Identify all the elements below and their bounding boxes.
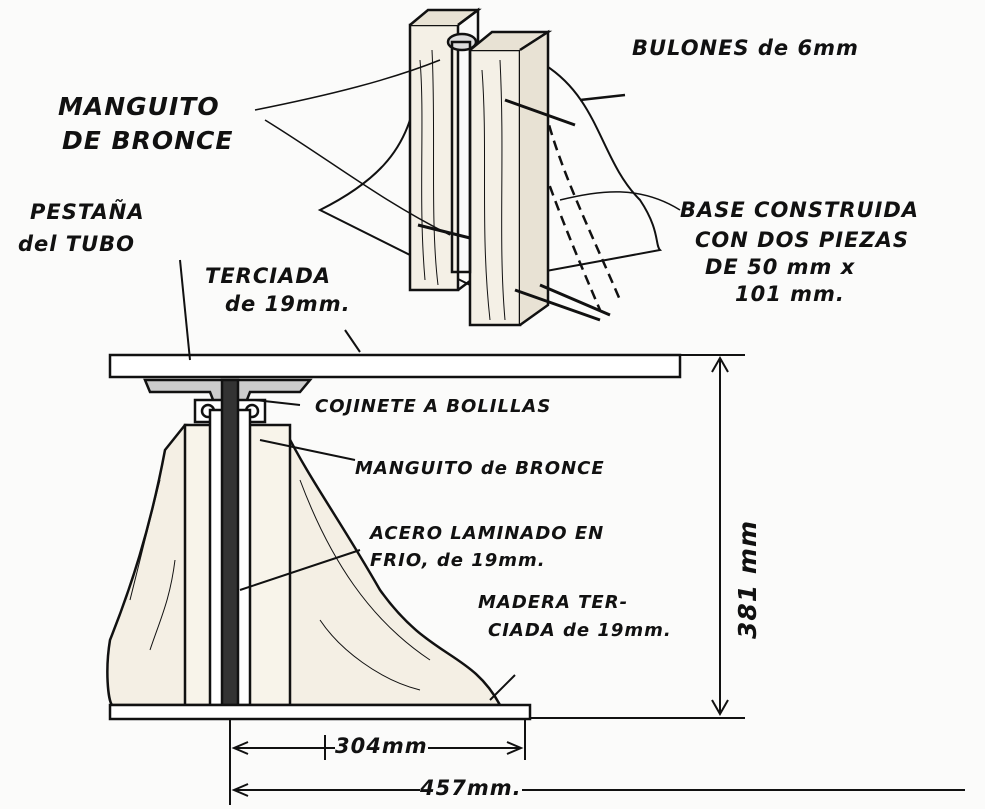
dimension-outer-width: 457mm. xyxy=(420,776,522,800)
dimension-lines xyxy=(179,259,965,805)
label-manguito-side: MANGUITO de BRONCE xyxy=(355,458,605,479)
dimension-height: 381 mm xyxy=(733,520,762,639)
label-base-3: DE 50 mm x xyxy=(705,255,856,279)
label-madera-1: MADERA TER- xyxy=(478,592,629,613)
label-acero-2: FRIO, de 19mm. xyxy=(370,550,546,571)
label-terciada-2: de 19mm. xyxy=(225,292,351,316)
label-base-1: BASE CONSTRUIDA xyxy=(680,198,920,222)
top-plywood xyxy=(108,353,682,379)
label-bulones: BULONES de 6mm xyxy=(632,36,859,60)
label-acero-1: ACERO LAMINADO EN xyxy=(370,523,605,544)
label-terciada-1: TERCIADA xyxy=(205,264,332,288)
label-pestana-2: del TUBO xyxy=(18,232,136,256)
steel-shaft xyxy=(220,378,240,707)
label-pestana-1: PESTAÑA xyxy=(30,200,145,224)
dimension-inner-width: 304mm xyxy=(335,734,428,758)
label-base-2: CON DOS PIEZAS xyxy=(695,228,910,252)
isometric-base-view xyxy=(254,7,681,327)
label-manguito-top-1: MANGUITO xyxy=(58,92,220,121)
label-base-4: 101 mm. xyxy=(735,282,845,306)
label-manguito-top-2: DE BRONCE xyxy=(62,126,234,155)
label-cojinete: COJINETE A BOLILLAS xyxy=(315,396,552,417)
bottom-plywood xyxy=(108,703,532,721)
label-madera-2: CIADA de 19mm. xyxy=(488,620,672,641)
